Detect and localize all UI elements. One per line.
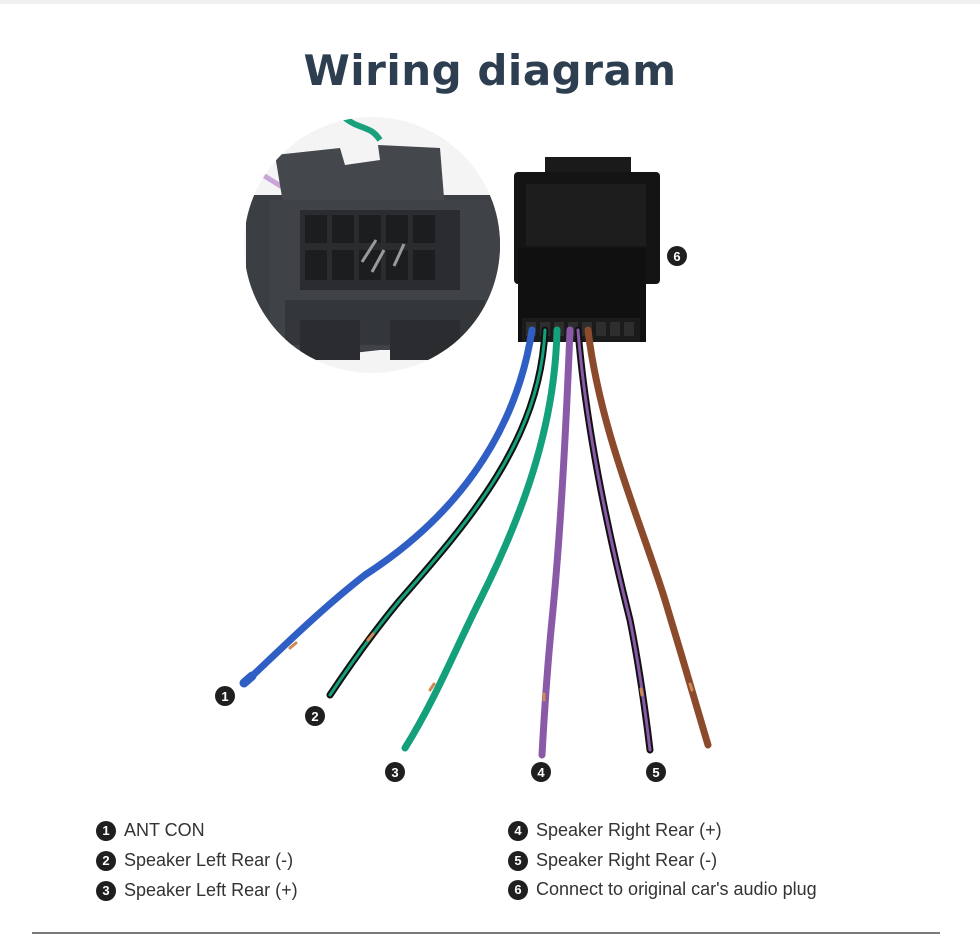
wire-black-purple — [574, 326, 654, 754]
legend-number: 5 — [508, 850, 528, 871]
legend-number: 1 — [96, 820, 116, 841]
legend-label: Speaker Left Rear (+) — [124, 880, 298, 900]
divider-line — [32, 932, 940, 934]
legend-number: 2 — [96, 850, 116, 871]
wire-blue-tip — [239, 671, 257, 688]
callout-6: 6 — [667, 246, 687, 266]
wire-green-stripe — [328, 328, 547, 697]
legend-label: Speaker Right Rear (-) — [536, 850, 718, 870]
legend-item: 6 Connect to original car's audio plug — [508, 879, 817, 900]
legend-label: Speaker Left Rear (-) — [124, 850, 294, 870]
callout-4: 4 — [531, 762, 551, 782]
legend-item: 3 Speaker Left Rear (+) — [96, 880, 298, 901]
legend-item: 4 Speaker Right Rear (+) — [508, 820, 722, 841]
legend-item: 5 Speaker Right Rear (-) — [508, 850, 717, 871]
connector-body — [514, 157, 660, 342]
legend-number: 3 — [96, 880, 116, 901]
page-title: Wiring diagram — [303, 46, 677, 95]
wire-purple — [538, 326, 574, 759]
wire-blue — [246, 326, 536, 682]
legend-number: 4 — [508, 820, 528, 841]
legend-number: 6 — [508, 879, 528, 900]
legend-item: 1 ANT CON — [96, 820, 205, 841]
callout-1: 1 — [215, 686, 235, 706]
legend-label: Speaker Right Rear (+) — [536, 820, 722, 840]
callout-5: 5 — [646, 762, 666, 782]
legend-item: 2 Speaker Left Rear (-) — [96, 850, 293, 871]
connector-closeup-inset — [244, 117, 500, 373]
wire-green — [401, 326, 561, 752]
top-bar — [0, 0, 980, 4]
legend-label: ANT CON — [124, 820, 205, 840]
callout-2: 2 — [305, 706, 325, 726]
legend-label: Connect to original car's audio plug — [536, 879, 817, 899]
callout-3: 3 — [385, 762, 405, 782]
